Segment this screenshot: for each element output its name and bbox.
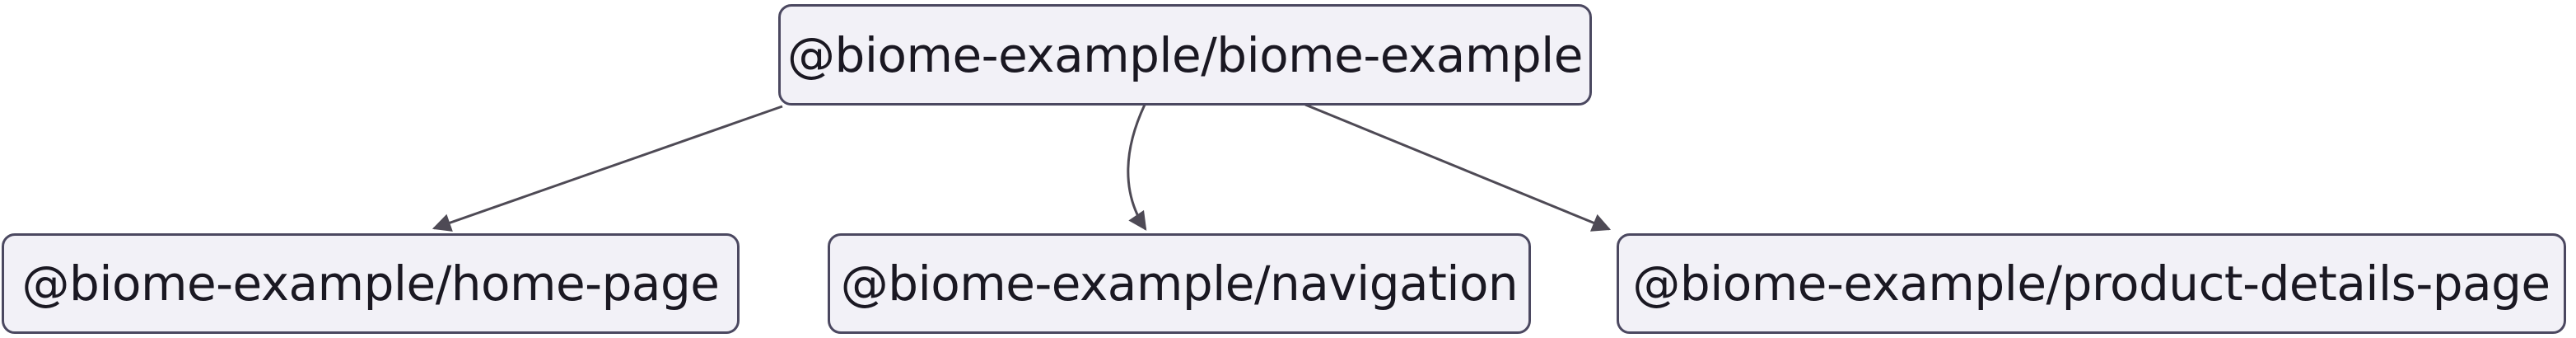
edge-root-to-navigation [1127,104,1147,231]
node-navigation: @biome-example/navigation [828,233,1531,334]
edge-root-to-product-details-page [1304,103,1612,232]
node-label: @biome-example/home-page [21,256,720,312]
node-label: @biome-example/biome-example [787,26,1583,83]
node-label: @biome-example/navigation [840,256,1519,312]
node-home-page: @biome-example/home-page [2,233,740,334]
node-product-details-page: @biome-example/product-details-page [1617,233,2566,334]
node-label: @biome-example/product-details-page [1632,256,2550,312]
node-root-package: @biome-example/biome-example [778,4,1592,106]
edge-root-to-home-page [432,105,783,232]
